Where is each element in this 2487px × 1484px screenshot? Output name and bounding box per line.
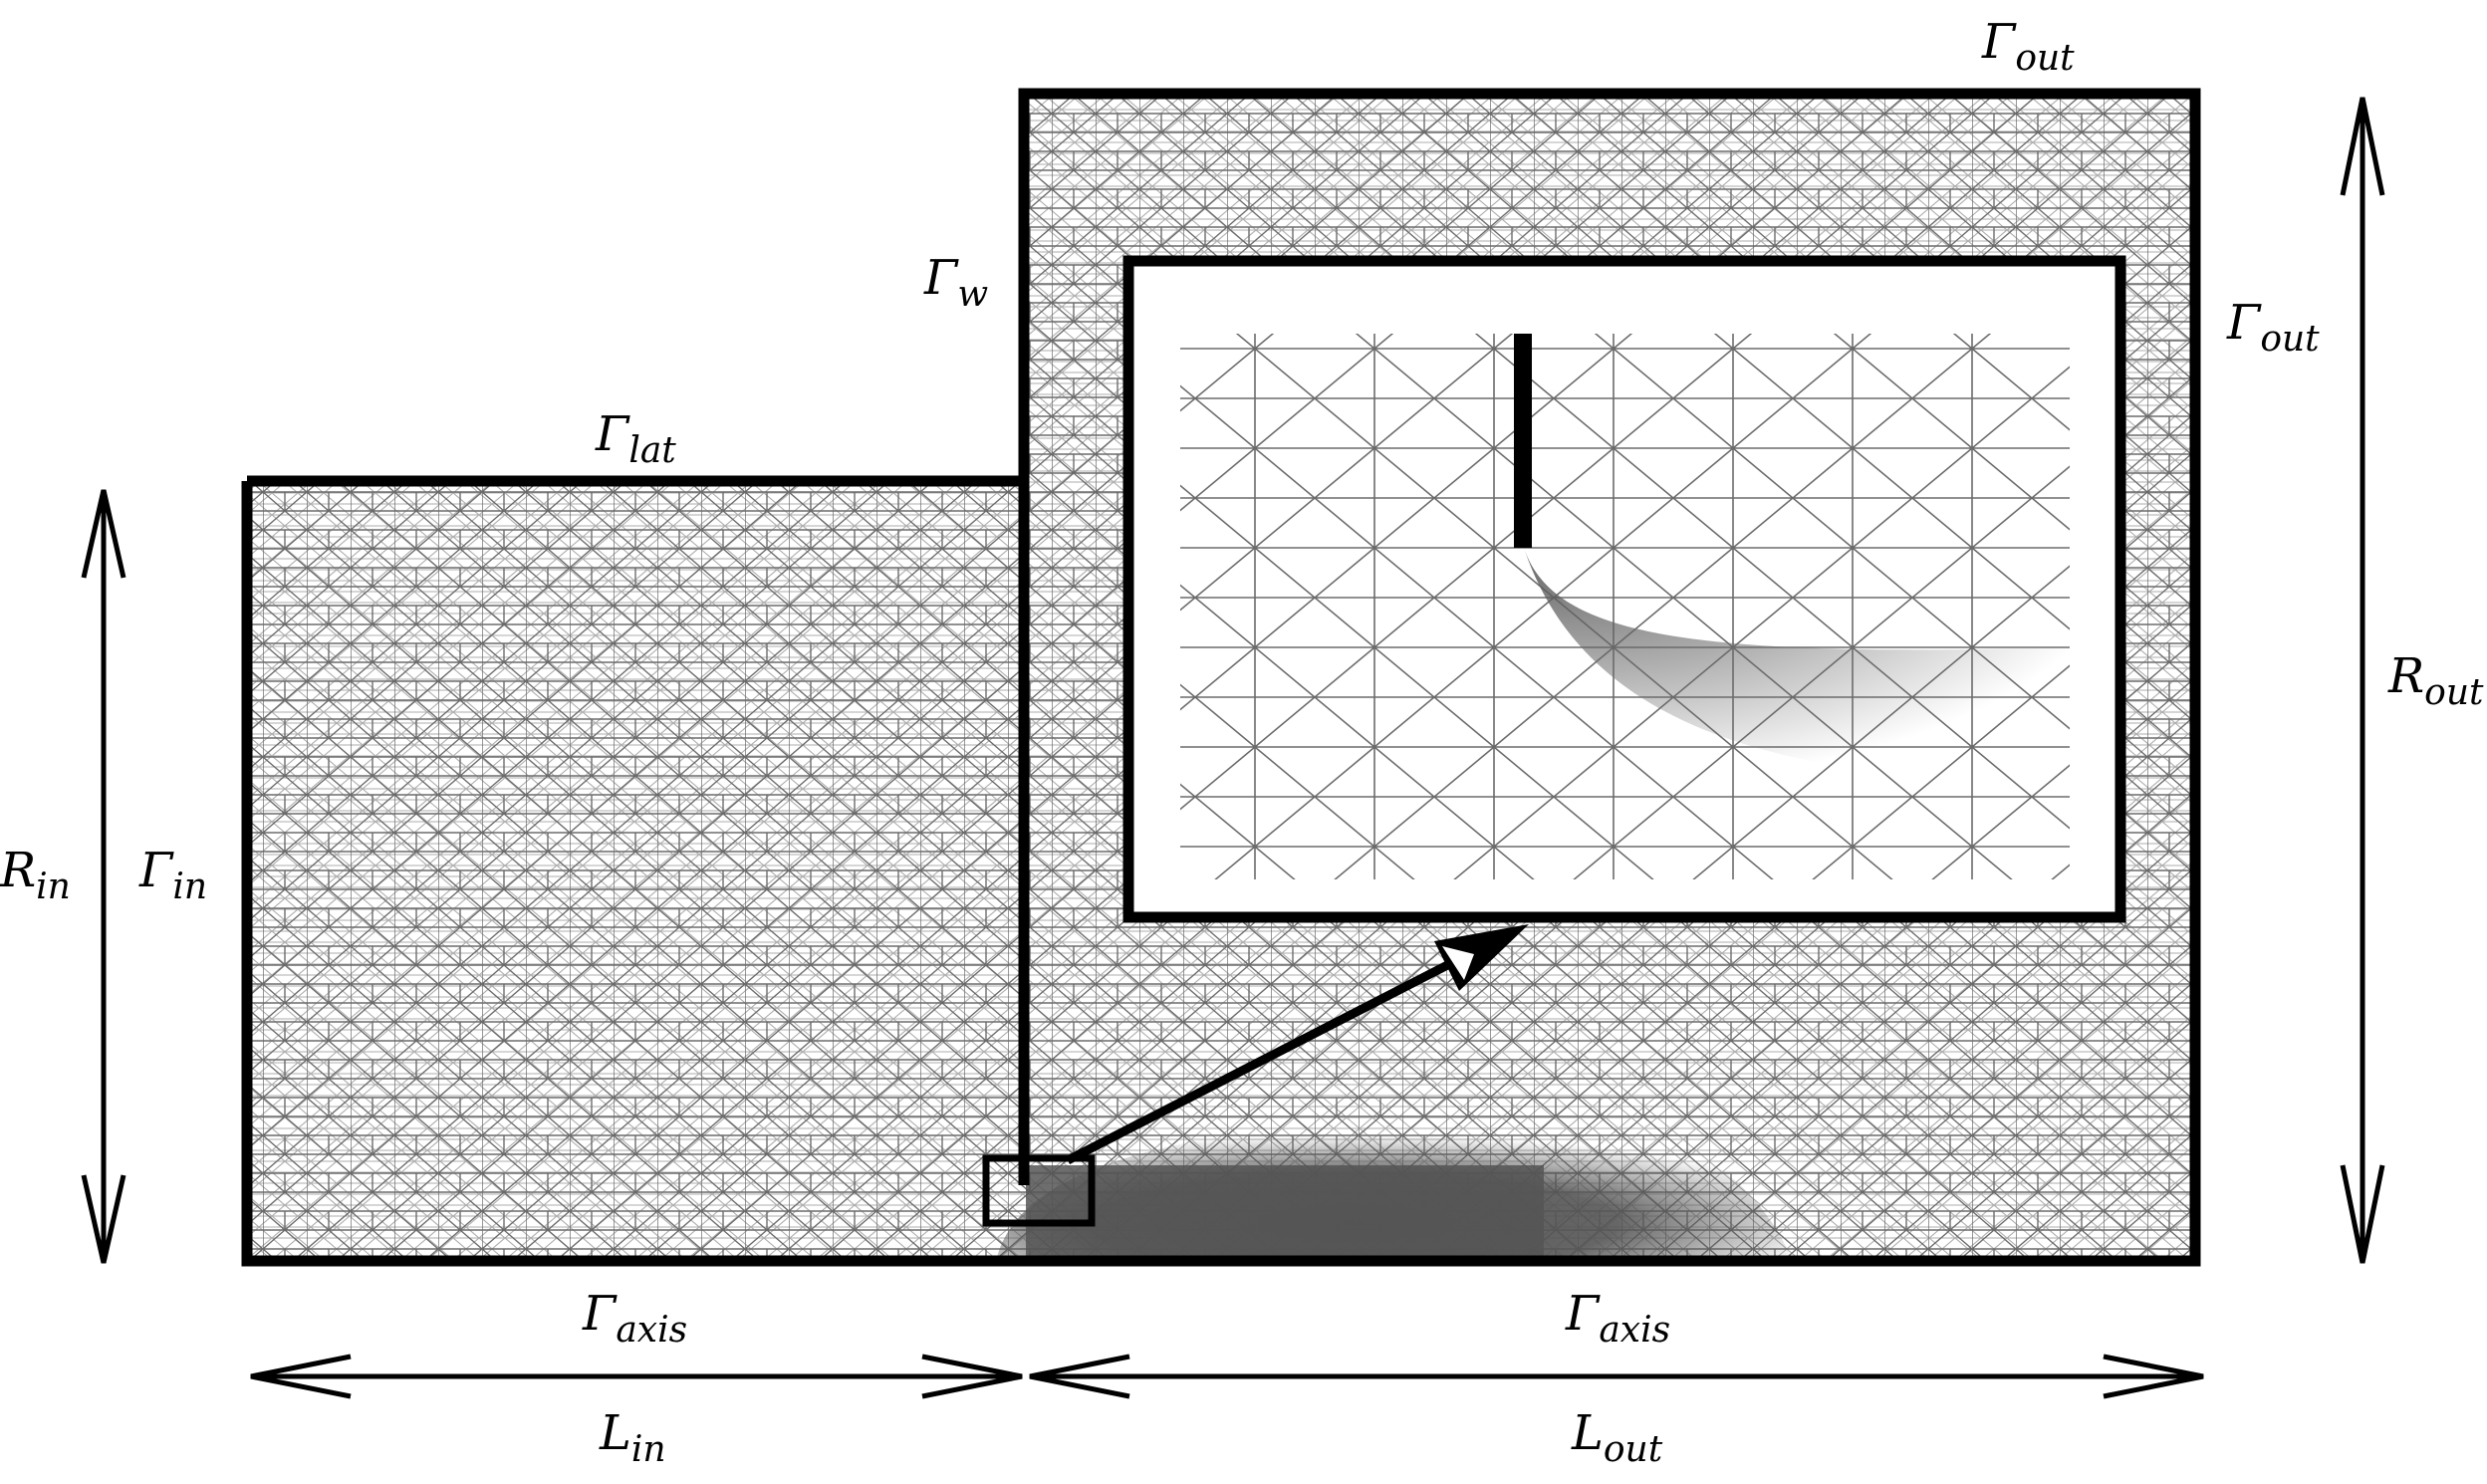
l-out-label: Lout (1571, 1405, 1663, 1470)
labels: Γout Γout Γw Γlat Γin Rin Rout Γaxis Γax… (0, 14, 2484, 1470)
zoom-arrow (1065, 924, 1529, 1165)
zoom-dense-mesh (1524, 548, 2070, 787)
zoom-wall (1514, 334, 1532, 548)
l-out-arrow (1029, 1354, 2204, 1399)
gamma-w-label: Γw (923, 250, 988, 315)
dense-axis-band (1026, 1165, 1544, 1261)
gamma-out-top-label: Γout (1981, 14, 2075, 79)
gamma-lat-label: Γlat (595, 406, 676, 471)
zoom-mesh-fill (1180, 334, 2070, 879)
zoom-inset (1122, 255, 2126, 923)
l-in-label: Lin (599, 1405, 666, 1470)
gamma-in-label: Γin (138, 843, 207, 907)
l-in-arrow (250, 1354, 1023, 1399)
zoom-source-box (982, 1154, 1096, 1227)
r-in-label: Rin (0, 843, 71, 907)
gamma-axis-left-label: Γaxis (582, 1286, 687, 1351)
gamma-out-right-label: Γout (2226, 295, 2320, 360)
gamma-axis-right-label: Γaxis (1565, 1286, 1670, 1351)
r-in-arrow (81, 489, 126, 1264)
r-out-arrow (2340, 97, 2385, 1264)
r-out-label: Rout (2387, 648, 2484, 713)
